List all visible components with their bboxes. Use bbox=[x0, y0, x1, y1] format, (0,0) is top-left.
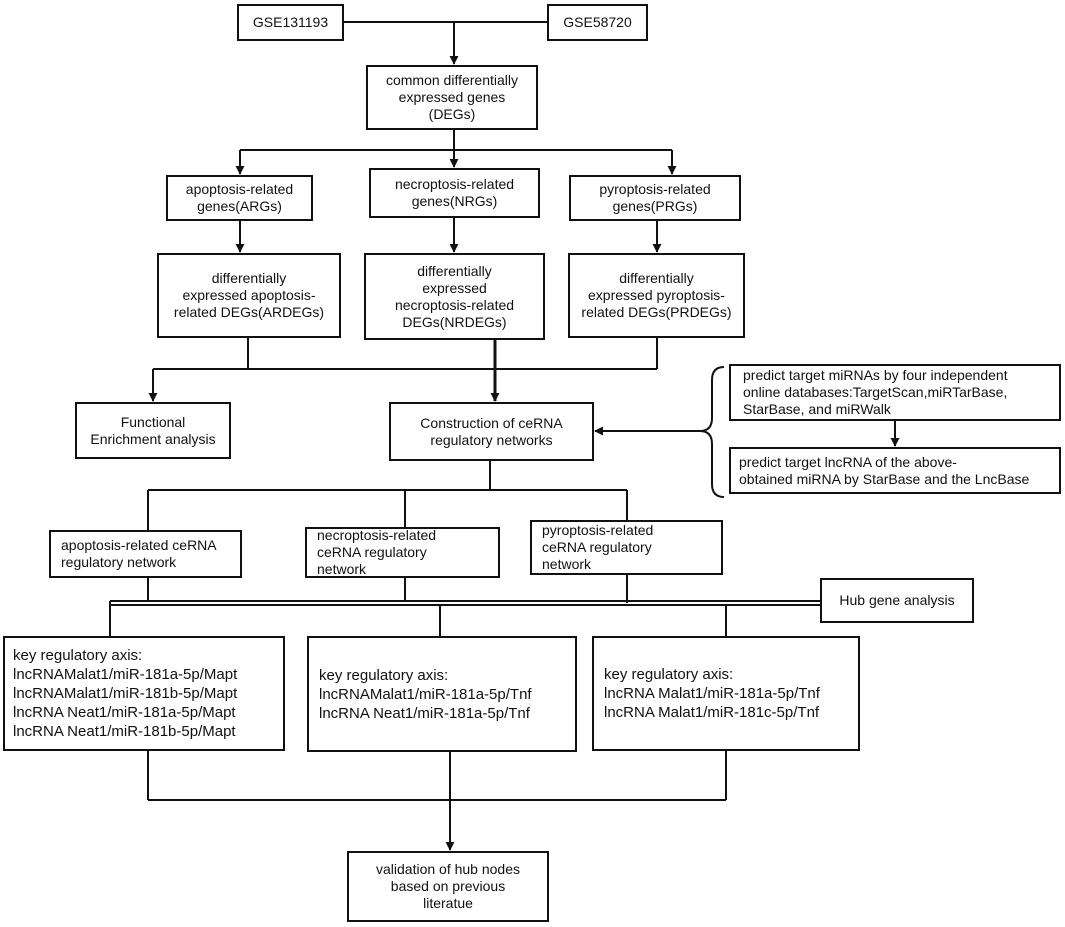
node-text-line: based on previous bbox=[390, 878, 506, 894]
node-text-line: ceRNA regulatory bbox=[317, 544, 427, 560]
curly-brace bbox=[699, 366, 725, 498]
node-text-line: pyroptosis-related bbox=[599, 181, 711, 197]
node-text-line: lncRNA Malat1/miR-181a-5p/Tnf bbox=[604, 685, 820, 702]
node-text-line: necroptosis-related bbox=[394, 176, 515, 192]
node-gse131193: GSE131193 bbox=[237, 4, 344, 41]
node-text-line: key regulatory axis: bbox=[604, 666, 734, 683]
node-text-line: (DEGs) bbox=[428, 106, 476, 122]
node-text-line: lncRNA Malat1/miR-181c-5p/Tnf bbox=[604, 704, 820, 721]
node-axis-pyroptosis: key regulatory axis: lncRNA Malat1/miR-18… bbox=[592, 636, 860, 751]
node-text-line: related DEGs(ARDEGs) bbox=[173, 304, 325, 320]
node-axis-apoptosis: key regulatory axis: lncRNAMalat1/miR-181… bbox=[3, 636, 285, 751]
node-text-line: necroptosis-related bbox=[317, 527, 437, 543]
node-text-line: differentially bbox=[619, 270, 694, 286]
node-text-line: GSE58720 bbox=[563, 14, 632, 30]
node-text-line: differentially bbox=[417, 262, 492, 279]
node-text-line: network bbox=[317, 561, 367, 577]
node-text-line: key regulatory axis: bbox=[13, 647, 143, 664]
node-text-line: DEGs(NRDEGs) bbox=[402, 313, 507, 330]
node-text-line: lncRNA Neat1/miR-181a-5p/Tnf bbox=[319, 704, 530, 722]
node-text-line: lncRNAMalat1/miR-181a-5p/Tnf bbox=[319, 685, 532, 703]
node-hub-gene-analysis: Hub gene analysis bbox=[820, 578, 974, 623]
node-text-line: ceRNA regulatory bbox=[542, 539, 652, 555]
node-axis-necroptosis: key regulatory axis:lncRNAMalat1/miR-181… bbox=[307, 636, 577, 752]
node-text-line: differentially bbox=[211, 270, 287, 286]
node-text-line: apoptosis-related ceRNA bbox=[61, 537, 217, 553]
node-text-line: expressed genes bbox=[398, 89, 506, 105]
node-text-line: obtained miRNA by StarBase and the LncBa… bbox=[739, 470, 1030, 487]
node-text-line: lncRNAMalat1/miR-181b-5p/Mapt bbox=[13, 685, 238, 702]
node-text-line: predict target miRNAs by four independen… bbox=[743, 367, 1008, 383]
node-text-line: genes(PRGs) bbox=[612, 198, 698, 214]
node-text-line: online databases:TargetScan,miRTarBase, bbox=[743, 384, 1008, 400]
node-text-line: network bbox=[542, 556, 592, 572]
node-text-line: literatue bbox=[423, 895, 473, 911]
node-text-line: expressed bbox=[422, 279, 487, 296]
node-text-line: pyroptosis-related bbox=[542, 522, 654, 538]
node-predict-lncrna: predict target lncRNA of the above-obtai… bbox=[729, 447, 1061, 494]
node-text-line: Construction of ceRNA bbox=[420, 414, 563, 431]
node-text-line: key regulatory axis: bbox=[319, 666, 449, 684]
node-text-line: lncRNAMalat1/miR-181a-5p/Mapt bbox=[13, 666, 238, 683]
node-text-line: lncRNA Neat1/miR-181b-5p/Mapt bbox=[13, 723, 236, 740]
node-text-line: expressed apoptosis- bbox=[182, 287, 316, 303]
node-text-line: GSE131193 bbox=[252, 14, 329, 30]
node-text-line: genes(NRGs) bbox=[411, 193, 498, 209]
node-text-line: expressed pyroptosis- bbox=[588, 287, 725, 303]
node-text-line: common differentially bbox=[385, 72, 519, 88]
node-text-line: lncRNA Neat1/miR-181a-5p/Mapt bbox=[13, 704, 236, 721]
node-text-line: regulatory network bbox=[61, 554, 177, 570]
node-text-line: Functional bbox=[120, 413, 186, 430]
node-text-line: necroptosis-related bbox=[394, 296, 515, 313]
node-predict-mirna: predict target miRNAs by four independen… bbox=[729, 364, 1061, 421]
node-text-line: StarBase, and miRWalk bbox=[743, 401, 891, 417]
node-text-line: regulatory networks bbox=[430, 431, 553, 448]
node-text-line: genes(ARGs) bbox=[197, 198, 282, 214]
node-gse58720: GSE58720 bbox=[547, 4, 648, 41]
node-text-line: apoptosis-related bbox=[185, 181, 294, 197]
node-text-line: Hub gene analysis bbox=[839, 592, 955, 608]
node-text-line: Enrichment analysis bbox=[90, 430, 216, 447]
node-text-line: validation of hub nodes bbox=[376, 861, 520, 877]
node-text-line: related DEGs(PRDEGs) bbox=[581, 304, 732, 320]
node-text-line: predict target lncRNA of the above- bbox=[739, 453, 957, 470]
